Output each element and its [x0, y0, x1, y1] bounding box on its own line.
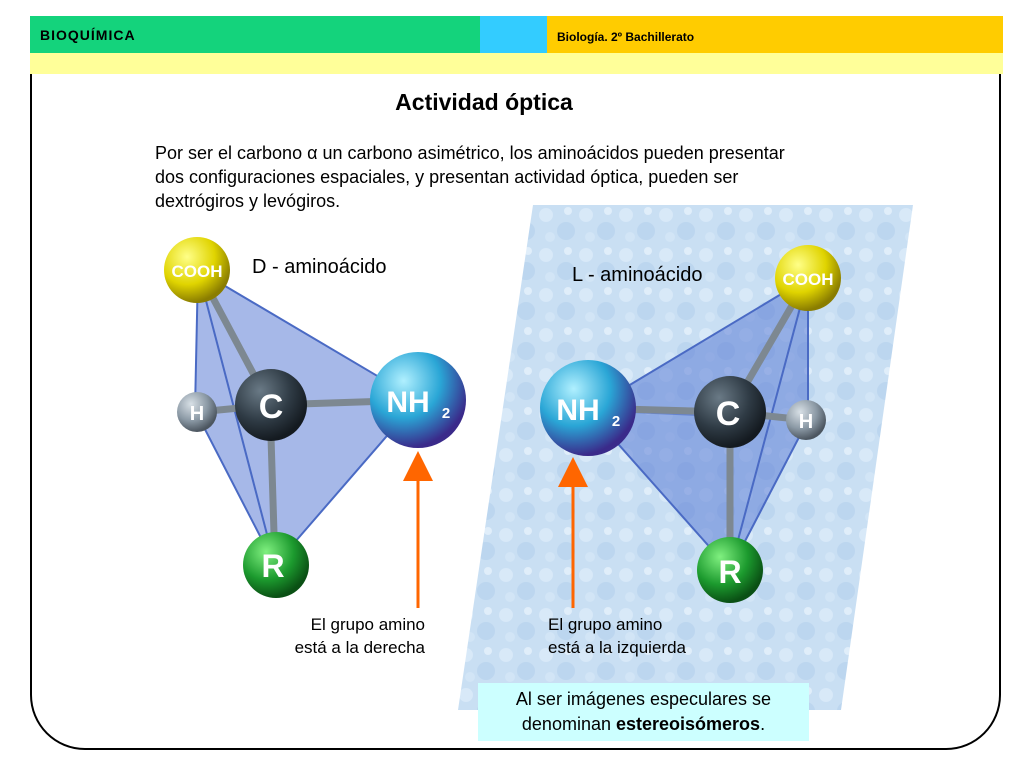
d-c-label: C [259, 388, 284, 426]
l-aminoacid-model: COOH H C NH 2 R [540, 245, 841, 603]
slide-frame [30, 74, 1001, 750]
l-nh2-atom [540, 360, 636, 456]
l-caption-line-1: El grupo amino [548, 615, 663, 634]
header-subject-label: BIOQUÍMICA [40, 27, 136, 43]
d-r-atom [243, 532, 309, 598]
d-h-atom [177, 392, 217, 432]
l-nh2-subscript: 2 [612, 413, 620, 430]
header-course-label: Biología. 2º Bachillerato [557, 30, 695, 44]
slide-title: Actividad óptica [395, 89, 573, 115]
note-line-2-suffix: . [760, 714, 766, 734]
d-c-atom [235, 369, 307, 441]
note-line-2-prefix: denominan [521, 714, 616, 734]
d-aminoacid-label: D - aminoácido [252, 256, 387, 278]
l-cooh-label: COOH [783, 270, 834, 289]
note-bold-term: estereoisómeros [615, 714, 761, 734]
d-cooh-atom [164, 237, 230, 303]
l-nh-label: NH [556, 394, 599, 427]
note-line-2: denominan estereoisómeros. [478, 712, 809, 737]
intro-line-1: Por ser el carbono α un carbono asimétri… [155, 143, 785, 163]
d-caption-line-1: El grupo amino [310, 615, 425, 634]
header-bar-yellow [547, 16, 1003, 53]
d-cooh-label: COOH [172, 262, 223, 281]
d-r-label: R [261, 548, 284, 584]
header-band [30, 53, 1003, 74]
l-r-label: R [718, 554, 741, 590]
l-cooh-atom [775, 245, 841, 311]
l-caption-line-2: está a la izquierda [548, 638, 686, 657]
l-aminoacid-label: L - aminoácido [572, 264, 703, 286]
header-bar-cyan [480, 16, 547, 53]
intro-line-3: dextrógiros y levógiros. [155, 191, 341, 211]
d-nh-label: NH [386, 386, 429, 419]
d-h-label: H [190, 403, 204, 425]
l-h-atom [786, 400, 826, 440]
l-caption: El grupo amino está a la izquierda [548, 613, 686, 659]
l-h-label: H [799, 411, 813, 433]
d-nh2-atom [370, 352, 466, 448]
intro-line-2: dos configuraciones espaciales, y presen… [155, 167, 739, 187]
l-r-atom [697, 537, 763, 603]
l-c-atom [694, 376, 766, 448]
d-nh2-subscript: 2 [442, 405, 450, 422]
intro-text: Por ser el carbono α un carbono asimétri… [155, 141, 870, 213]
header-bar-green [30, 16, 480, 53]
note-line-1: Al ser imágenes especulares se [515, 689, 772, 709]
d-aminoacid-model: COOH H C NH 2 R [164, 237, 466, 598]
stereoisomer-note: Al ser imágenes especulares se denominan… [478, 683, 809, 741]
d-caption-line-2: está a la derecha [294, 638, 425, 657]
l-c-label: C [716, 395, 741, 433]
d-caption: El grupo amino está a la derecha [255, 613, 425, 659]
